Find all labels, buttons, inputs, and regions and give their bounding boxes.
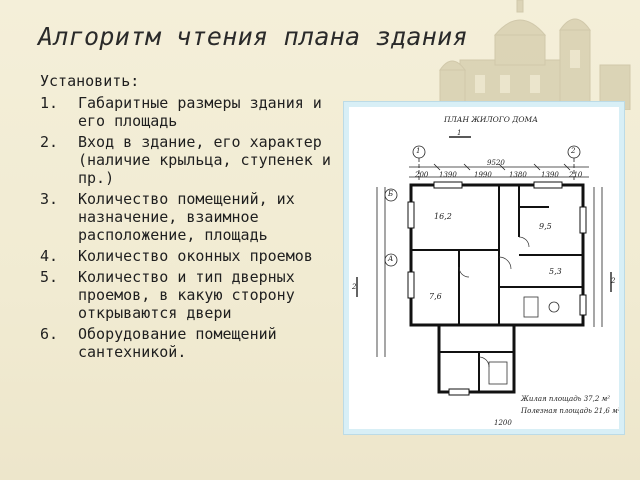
list-item-number: 5. bbox=[40, 268, 59, 286]
list-item: 6. Оборудование помещений сантехникой. bbox=[40, 325, 345, 361]
axis-label-1: 1 bbox=[416, 147, 421, 155]
dimension-segment: 1990 bbox=[474, 171, 492, 179]
list-item-number: 2. bbox=[40, 133, 59, 151]
intro-text: Установить: bbox=[40, 72, 140, 90]
list-item: 5. Количество и тип дверных проемов, в ка… bbox=[40, 268, 345, 322]
room-area: 5,3 bbox=[549, 267, 562, 276]
list-item-number: 1. bbox=[40, 94, 59, 112]
section-mark-left: 2 bbox=[352, 283, 357, 291]
area-useful: Полезная площадь 21,6 м² bbox=[521, 407, 619, 415]
list-item-text: Оборудование помещений сантехникой. bbox=[78, 325, 277, 361]
room-area: 7,6 bbox=[429, 292, 442, 301]
list-item-text: Габаритные размеры здания и его площадь bbox=[78, 94, 322, 130]
list-item-number: 3. bbox=[40, 190, 59, 208]
plan-heading: ПЛАН ЖИЛОГО ДОМА bbox=[444, 115, 538, 124]
algorithm-list: 1. Габаритные размеры здания и его площад… bbox=[40, 94, 345, 364]
list-item-number: 4. bbox=[40, 247, 59, 265]
list-item-number: 6. bbox=[40, 325, 59, 343]
dimension-segment: 200 bbox=[415, 171, 429, 179]
dimension-segment: 1390 bbox=[439, 171, 457, 179]
axis-label-b: Б bbox=[388, 190, 394, 198]
axis-label-2: 2 bbox=[571, 147, 576, 155]
church-illustration bbox=[439, 0, 631, 110]
floor-plan-image: ПЛАН ЖИЛОГО ДОМА 1 1 2 Б А 9520 200 1390… bbox=[349, 107, 619, 429]
dimension-bottom: 1200 bbox=[494, 419, 512, 427]
section-mark: 1 bbox=[457, 129, 462, 137]
dimension-segment: 1390 bbox=[541, 171, 559, 179]
list-item: 4. Количество оконных проемов bbox=[40, 247, 345, 265]
section-mark-right: 2 bbox=[611, 277, 616, 285]
slide-title: Алгоритм чтения плана здания bbox=[38, 22, 468, 51]
list-item: 1. Габаритные размеры здания и его площад… bbox=[40, 94, 345, 130]
floor-plan-frame: ПЛАН ЖИЛОГО ДОМА 1 1 2 Б А 9520 200 1390… bbox=[343, 101, 625, 435]
list-item-text: Вход в здание, его характер (наличие кры… bbox=[78, 133, 331, 187]
axis-label-a: А bbox=[388, 255, 394, 263]
floor-plan-drawing bbox=[356, 136, 612, 396]
list-item-text: Количество оконных проемов bbox=[78, 247, 313, 265]
room-area: 16,2 bbox=[434, 212, 452, 221]
dimension-total: 9520 bbox=[487, 159, 505, 167]
dimension-segment: 1380 bbox=[509, 171, 527, 179]
list-item-text: Количество и тип дверных проемов, в каку… bbox=[78, 268, 295, 322]
list-item: 2. Вход в здание, его характер (наличие к… bbox=[40, 133, 345, 187]
area-living: Жилая площадь 37,2 м² bbox=[521, 395, 611, 403]
list-item-text: Количество помещений, их назначение, вза… bbox=[78, 190, 295, 244]
room-area: 9,5 bbox=[539, 222, 552, 231]
dimension-segment: 210 bbox=[569, 171, 583, 179]
list-item: 3. Количество помещений, их назначение, в… bbox=[40, 190, 345, 244]
